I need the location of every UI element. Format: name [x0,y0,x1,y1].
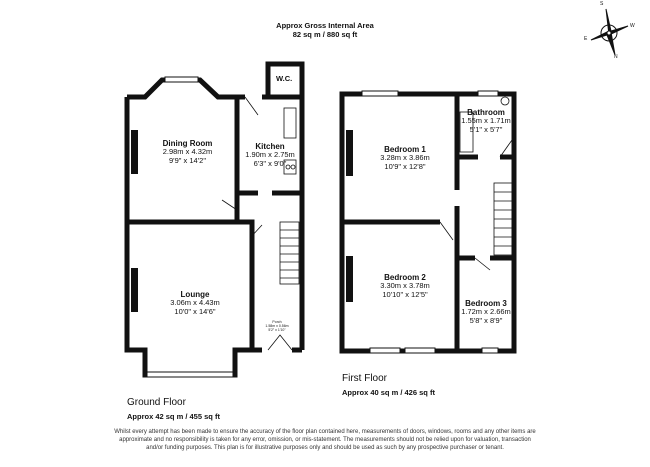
room-imperial: 5'1" x 5'7" [469,124,503,134]
ground-floor-stairs [221,96,300,351]
bed2-chimney-breast [346,256,353,302]
room-metric: 3.06m x 4.43m [170,298,220,308]
room-bathroom: Bathroom 1.55m x 1.71m 5'1" x 5'7" [456,108,516,134]
room-bedroom-3: Bedroom 3 1.72m x 2.66m 5'8" x 8'9" [458,299,514,325]
gross-area-title: Approx Gross Internal Area [276,21,374,30]
dining-lounge-walls [124,97,255,350]
room-metric: 2.98m x 4.32m [162,147,213,157]
ground-floor-walls [124,61,305,378]
room-dining-room: Dining Room 2.98m x 4.32m 9'9" x 14'2" [140,139,235,165]
room-name: Bathroom [467,108,505,117]
room-metric: 3.30m x 3.78m [380,281,430,291]
room-name: Dining Room [162,139,213,148]
room-imperial: 10'9" x 12'8" [384,161,426,171]
gross-area-header: Approx Gross Internal Area 82 sq m / 880… [0,21,650,39]
gross-area-value: 82 sq m / 880 sq ft [292,29,358,39]
room-kitchen: Kitchen 1.90m x 2.75m 6'3" x 9'0" [240,142,300,168]
room-imperial: 5'2" x 1'10" [268,328,286,333]
room-porch: Porch 1.58m x 0.56m 5'2" x 1'10" [262,320,292,332]
room-name: Kitchen [255,142,285,151]
compass-label-s: S [600,1,604,7]
first-floor-windows [361,90,499,354]
room-name: Porch [272,320,282,324]
room-wc: W.C. [276,74,293,83]
room-name: Lounge [180,290,210,299]
room-bedroom-1: Bedroom 1 3.28m x 3.86m 10'9" x 12'8" [360,145,450,171]
compass-label-w: W [630,23,635,29]
room-metric: 1.72m x 2.66m [461,307,511,317]
room-metric: 3.28m x 3.86m [380,153,430,163]
compass-label-n: N [614,54,618,60]
bed1-chimney-breast [346,130,353,176]
disclaimer-text: Whilst every attempt has been made to en… [114,429,536,452]
first-floor-stairs [439,96,513,271]
room-bedroom-2: Bedroom 2 3.30m x 3.78m 10'10" x 12'5" [360,273,450,299]
room-metric: 1.55m x 1.71m [461,116,511,126]
room-metric: 1.90m x 2.75m [245,150,295,160]
first-floor-title: First Floor [342,373,387,384]
compass-label-e: E [584,36,588,42]
room-metric: 1.58m x 0.56m [265,324,289,329]
room-name: Bedroom 3 [465,299,507,308]
room-imperial: 10'10" x 12'5" [382,289,428,299]
room-imperial: 10'0" x 14'6" [174,306,216,316]
room-imperial: 9'9" x 14'2" [169,155,206,165]
wc-walls [265,61,305,99]
room-lounge: Lounge 3.06m x 4.43m 10'0" x 14'6" [140,290,250,316]
room-name: Bedroom 1 [384,145,426,154]
room-name: Bedroom 2 [384,273,426,282]
room-imperial: 5'8" x 8'9" [469,315,503,325]
compass-icon [590,8,629,56]
lounge-chimney-breast [131,268,138,312]
ground-floor-title: Ground Floor [127,397,186,408]
lounge-walls [124,222,252,378]
dining-chimney-breast [131,130,138,174]
ground-floor-windows [146,76,234,378]
ground-floor-area: Approx 42 sq m / 455 sq ft [127,412,220,421]
room-imperial: 6'3" x 9'0" [253,158,287,168]
first-floor-area: Approx 40 sq m / 426 sq ft [342,388,435,397]
